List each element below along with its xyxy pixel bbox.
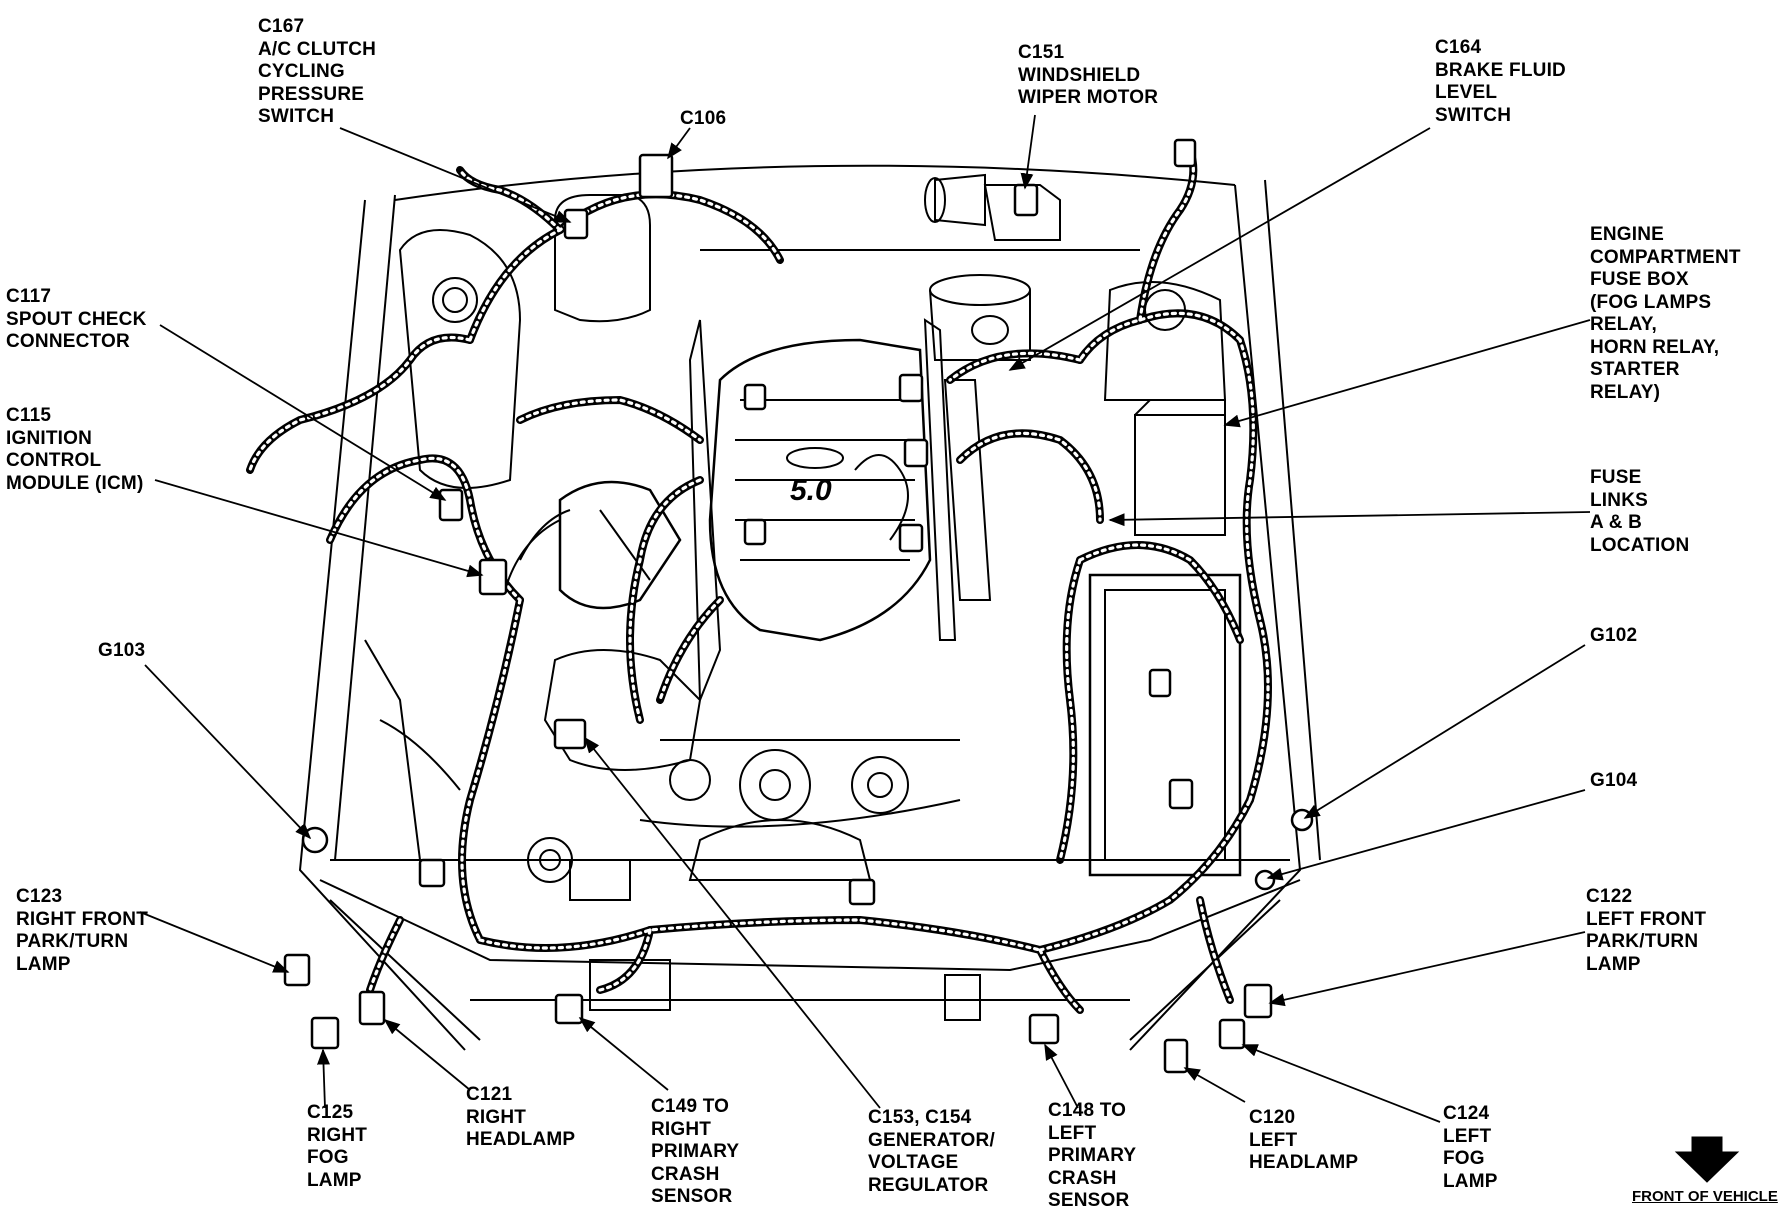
connector-c106 [638, 153, 674, 199]
connector-c124 [1218, 1018, 1246, 1050]
leader-c125 [317, 1048, 330, 1109]
leader-c164 [1008, 127, 1431, 371]
label-c106: C106 [680, 108, 727, 129]
ground-g102 [1290, 808, 1314, 832]
connector-c148 [1028, 1013, 1060, 1045]
leader-c153 [583, 736, 881, 1109]
wiring-harness [246, 146, 1272, 1014]
engine-badge: 5.0 [790, 474, 832, 507]
connector-c149 [554, 993, 584, 1025]
ground-g104 [1254, 869, 1276, 891]
leader-c117 [159, 324, 447, 501]
connector-c153 [553, 718, 587, 750]
ground-g103 [301, 826, 329, 854]
leader-c167 [339, 127, 572, 223]
connector-c151 [1013, 183, 1039, 217]
connector-c164 [1173, 138, 1197, 168]
connector-c117 [438, 488, 464, 522]
front-of-vehicle-arrow [1674, 1136, 1740, 1183]
leader-c120 [1183, 1067, 1246, 1103]
label-g103: G103 [98, 640, 146, 661]
connector-c125 [310, 1016, 340, 1050]
leader-c121 [383, 1018, 471, 1091]
connector-c123 [283, 953, 311, 987]
leader-c151 [1020, 114, 1036, 190]
leader-c124 [1241, 1044, 1441, 1123]
connectors [283, 138, 1314, 1074]
leader-g104 [1266, 789, 1586, 881]
leader-c149 [578, 1016, 669, 1091]
label-g102: G102 [1590, 625, 1638, 646]
leader-c123 [139, 911, 290, 973]
leader-fuse-box [1223, 319, 1591, 428]
leader-g103 [144, 664, 312, 840]
connector-c115 [478, 558, 508, 596]
label-g104: G104 [1590, 770, 1638, 791]
leader-lines [139, 114, 1591, 1123]
leader-g102 [1303, 644, 1586, 819]
leader-c148 [1044, 1043, 1079, 1109]
connector-c120 [1163, 1038, 1189, 1074]
leader-c106 [667, 127, 691, 160]
leader-c115 [154, 479, 484, 578]
leader-fuse-links [1108, 511, 1591, 527]
connector-c121 [358, 990, 386, 1026]
connector-c122 [1243, 983, 1273, 1019]
front-of-vehicle-label: FRONT OF VEHICLE [1632, 1188, 1778, 1205]
leader-c122 [1268, 931, 1586, 1007]
connector-c167 [563, 208, 589, 240]
